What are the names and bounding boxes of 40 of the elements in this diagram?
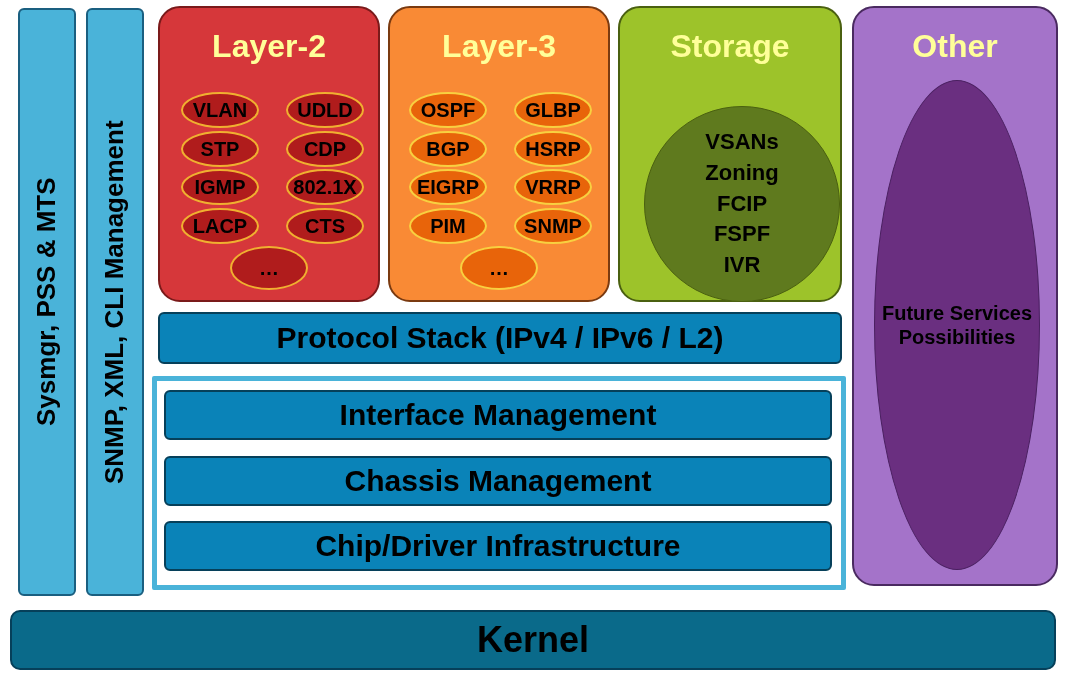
layer-panel (618, 6, 842, 302)
layer-bar: Interface Management (164, 390, 832, 440)
service-bar: SNMP, XML, CLI Management (86, 8, 144, 596)
protocol-oval: SNMP (514, 208, 592, 244)
panel-title: Layer-3 (442, 30, 556, 62)
feature-label: FCIP (716, 189, 768, 218)
feature-label: VSANs (705, 128, 779, 156)
protocol-oval: VRRP (514, 169, 592, 205)
protocol-oval: 802.1X (286, 169, 364, 205)
protocol-oval: UDLD (286, 92, 364, 128)
protocol-oval: IGMP (181, 169, 259, 205)
protocol-oval: … (460, 246, 538, 290)
panel-title: Other (912, 30, 998, 62)
service-bar: Sysmgr, PSS & MTS (18, 8, 76, 596)
frame (152, 376, 846, 590)
protocol-oval: CDP (286, 131, 364, 167)
panel-title: Storage (670, 30, 790, 62)
protocol-oval: GLBP (514, 92, 592, 128)
protocol-oval: HSRP (514, 131, 592, 167)
feature-label: IVR (723, 251, 761, 280)
protocol-oval: LACP (181, 208, 259, 244)
protocol-oval: CTS (286, 208, 364, 244)
future-services-ellipse: Future Services Possibilities (874, 80, 1040, 570)
protocol-oval: … (230, 246, 308, 290)
protocol-oval: PIM (409, 208, 487, 244)
layer-bar: Chassis Management (164, 456, 832, 506)
layer-panel (388, 6, 610, 302)
kernel-bar: Kernel (10, 610, 1056, 670)
layer-bar: Chip/Driver Infrastructure (164, 521, 832, 571)
protocol-oval: BGP (409, 131, 487, 167)
panel-title: Layer-2 (212, 30, 326, 62)
layer-panel (852, 6, 1058, 586)
protocol-oval: STP (181, 131, 259, 167)
layer-bar: Protocol Stack (IPv4 / IPv6 / L2) (158, 312, 842, 364)
feature-label: Zoning (705, 158, 779, 187)
feature-label: FSPF (713, 220, 771, 249)
protocol-oval: EIGRP (409, 169, 487, 205)
protocol-oval: OSPF (409, 92, 487, 128)
layer-panel (158, 6, 380, 302)
protocol-oval: VLAN (181, 92, 259, 128)
